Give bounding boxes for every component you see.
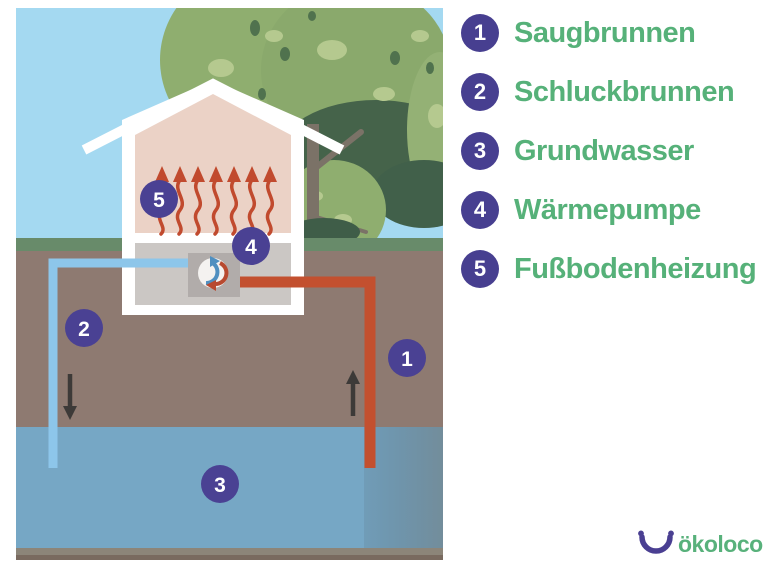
floor-heating-arrowheads xyxy=(155,166,277,182)
brand-logo: ökoloco xyxy=(636,530,763,556)
tree-trunk xyxy=(307,124,319,240)
legend-label-1: Saugbrunnen xyxy=(514,16,696,49)
svg-text:3: 3 xyxy=(214,474,226,497)
legend-label-5: Fußbodenheizung xyxy=(514,252,757,285)
badge-1: 1 xyxy=(388,339,426,377)
tree-dark-dots xyxy=(250,11,434,100)
svg-text:2: 2 xyxy=(78,318,90,341)
flow-down-arrow xyxy=(63,374,77,420)
legend-label-2: Schluckbrunnen xyxy=(514,75,735,108)
roof xyxy=(81,78,345,155)
legend-badge-5: 5 xyxy=(461,250,499,288)
legend: 1 Saugbrunnen 2 Schluckbrunnen 3 Grundwa… xyxy=(461,14,757,309)
legend-badge-4: 4 xyxy=(461,191,499,229)
groundwater-shaded-area xyxy=(364,427,443,548)
legend-badge-2: 2 xyxy=(461,73,499,111)
bottom-strip-brown xyxy=(16,555,443,560)
legend-item-waermepumpe: 4 Wärmepumpe xyxy=(461,191,756,229)
heat-pump-diagram-illustration: 1 2 3 4 5 xyxy=(16,8,443,560)
heat-pump-unit xyxy=(188,253,240,297)
legend-label-4: Wärmepumpe xyxy=(514,193,701,226)
cycle-cold-arrowhead xyxy=(210,256,220,267)
legend-item-grundwasser: 3 Grundwasser xyxy=(461,132,756,170)
cycle-warm-arrow xyxy=(214,261,229,286)
svg-text:4: 4 xyxy=(245,236,257,259)
legend-label-3: Grundwasser xyxy=(514,134,694,167)
legend-badge-3: 3 xyxy=(461,132,499,170)
flow-up-arrow xyxy=(346,370,360,416)
cycle-warm-arrowhead xyxy=(206,280,216,291)
logo-text: ökoloco xyxy=(678,531,763,557)
badge-3: 3 xyxy=(201,465,239,503)
svg-text:5: 5 xyxy=(153,189,165,212)
legend-item-schluckbrunnen: 2 Schluckbrunnen xyxy=(461,73,756,111)
badge-5: 5 xyxy=(140,180,178,218)
smiley-icon xyxy=(638,530,674,554)
floor-heating-arrows xyxy=(155,166,277,236)
tree-dark-lobe xyxy=(372,160,443,228)
badge-4: 4 xyxy=(232,227,270,265)
legend-badge-1: 1 xyxy=(461,14,499,52)
warm-water-pipe xyxy=(240,276,376,468)
cold-water-pipe xyxy=(48,258,188,468)
svg-text:1: 1 xyxy=(401,348,413,371)
legend-item-saugbrunnen: 1 Saugbrunnen xyxy=(461,14,756,52)
badge-2: 2 xyxy=(65,309,103,347)
legend-item-fussbodenheizung: 5 Fußbodenheizung xyxy=(461,250,757,288)
bottom-strip-gray xyxy=(16,548,443,555)
tree xyxy=(160,8,443,260)
